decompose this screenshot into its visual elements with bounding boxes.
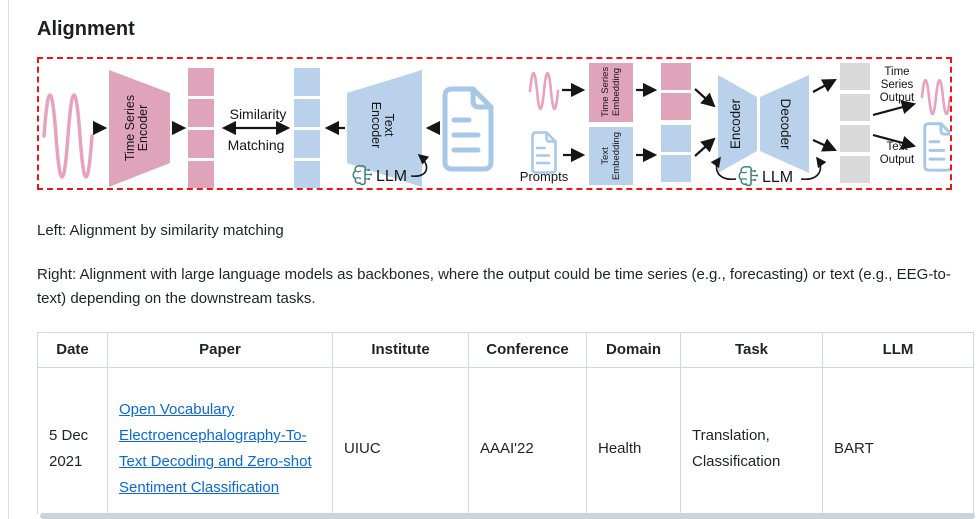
fusion-blocks [661, 63, 691, 182]
llm-curved-arrow-right [800, 156, 827, 180]
pink-embedding-blocks [188, 68, 214, 188]
cell-task: Translation, Classification [680, 367, 823, 514]
cell-llm: BART [822, 367, 974, 514]
llm-label-right: LLM [762, 169, 793, 186]
decoder-label: Decoder [778, 98, 793, 150]
ts-embedding-box: Time Series Embedding [589, 63, 633, 122]
llm-brain-icon-right [738, 165, 759, 187]
paper-link[interactable]: Open Vocabulary Electroencephalography-T… [119, 401, 312, 496]
svg-text:Time: Time [884, 66, 909, 78]
prompts-label: Prompts [520, 169, 569, 184]
cell-paper: Open Vocabulary Electroencephalography-T… [107, 367, 333, 514]
ts-encoder-label-line1: Time Series [123, 95, 137, 161]
prompts-doc-icon: Prompts [520, 131, 569, 184]
svg-text:Output: Output [880, 92, 915, 104]
ts-embedding-line2: Embedding [611, 68, 622, 116]
caption-left: Left: Alignment by similarity matching [37, 222, 284, 239]
col-header-paper: Paper [107, 332, 333, 368]
left-wave-icon [42, 93, 94, 179]
text-embedding-line1: Text [600, 147, 611, 165]
svg-text:Series: Series [881, 79, 914, 91]
horizontal-scrollbar[interactable] [40, 513, 975, 519]
table-row: 5 Dec 2021 Open Vocabulary Electroenceph… [37, 367, 974, 514]
table-header-row: Date Paper Institute Conference Domain T… [37, 332, 974, 368]
blue-embedding-blocks [294, 68, 320, 188]
alignment-diagram: Time Series Encoder Similarity Matching … [37, 57, 952, 190]
col-header-task: Task [680, 332, 823, 368]
col-header-domain: Domain [586, 332, 681, 368]
text-embedding-box: Text Embedding [589, 127, 633, 185]
input-wave-icon [528, 71, 560, 111]
output-blocks [840, 63, 870, 183]
readme-section: Alignment [37, 0, 975, 514]
decoder-shape: Decoder [760, 75, 809, 173]
page-left-divider [8, 0, 9, 519]
svg-text:Output: Output [880, 154, 915, 166]
llm-label-left: LLM [376, 168, 407, 185]
ts-encoder-label-line2: Encoder [136, 105, 150, 152]
llm-right: LLM [710, 156, 827, 187]
col-header-llm: LLM [822, 332, 974, 368]
col-header-date: Date [37, 332, 108, 368]
llm-curved-arrow [410, 154, 430, 177]
text-encoder-shape: Text Encoder [347, 70, 422, 187]
ts-embedding-line1: Time Series [600, 67, 611, 118]
text-document-icon [445, 89, 491, 169]
text-encoder-label-line2: Encoder [369, 102, 383, 149]
text-embedding-line2: Embedding [611, 132, 622, 180]
cell-date: 5 Dec 2021 [37, 367, 108, 514]
col-header-institute: Institute [332, 332, 469, 368]
matching-label: Matching [228, 137, 285, 153]
svg-text:Text: Text [886, 141, 908, 153]
papers-table: Date Paper Institute Conference Domain T… [37, 332, 974, 514]
text-output-label: Text Output [880, 141, 915, 166]
ts-output-label: Time Series Output [880, 66, 915, 104]
llm-curved-arrow-left [710, 156, 737, 180]
flow-arrows-right [562, 78, 917, 163]
alignment-figure-svg: Time Series Encoder Similarity Matching … [42, 63, 950, 188]
output-wave-icon [920, 78, 950, 116]
col-header-conference: Conference [468, 332, 587, 368]
encoder-shape: Encoder [718, 75, 757, 173]
cell-institute: UIUC [332, 367, 469, 514]
time-series-encoder-shape: Time Series Encoder [109, 70, 170, 187]
cell-conference: AAAI'22 [468, 367, 587, 514]
section-title: Alignment [37, 18, 135, 40]
output-doc-icon [923, 122, 950, 172]
encoder-label: Encoder [728, 98, 743, 149]
cell-domain: Health [586, 367, 681, 514]
text-encoder-label-line1: Text [382, 114, 396, 137]
similarity-label: Similarity [230, 106, 287, 122]
papers-table-wrap: Date Paper Institute Conference Domain T… [37, 332, 975, 514]
caption-right: Right: Alignment with large language mod… [37, 266, 951, 307]
llm-left: LLM [352, 154, 430, 186]
